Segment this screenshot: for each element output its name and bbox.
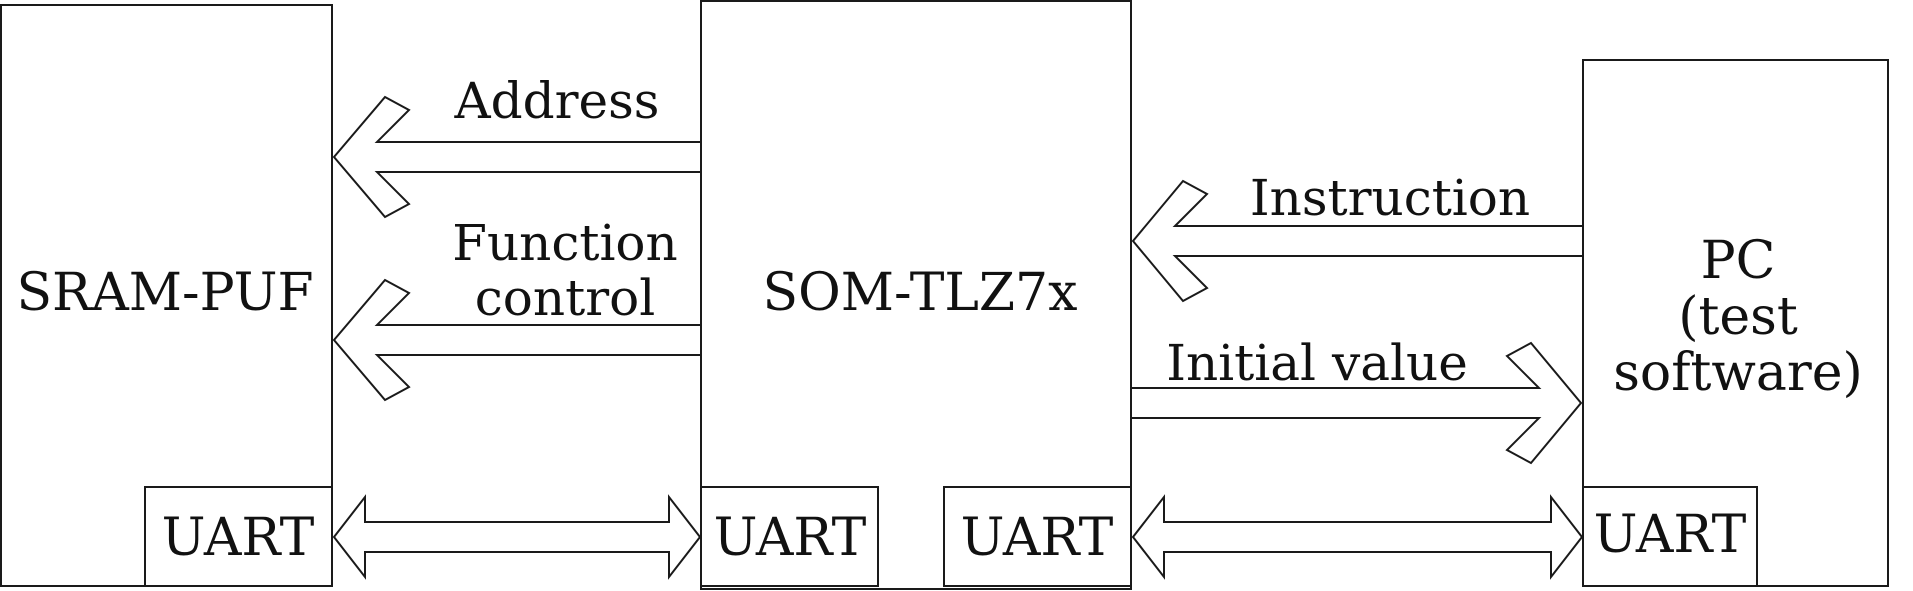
function-label-line1: Function [452, 214, 678, 272]
sram-puf-label: SRAM-PUF [16, 263, 313, 323]
uart-box-pc [1582, 486, 1758, 587]
address-label: Address [454, 72, 660, 130]
uart-label-som-right: UART [961, 508, 1114, 568]
uart-box-som-left [700, 486, 879, 587]
pc-label-line2: (test [1678, 287, 1798, 347]
function-control-arrow [332, 278, 702, 402]
uart-link-arrow-left [332, 494, 702, 580]
uart-box-som-right [943, 486, 1132, 587]
pc-label-line1: PC [1701, 231, 1776, 291]
initial-value-arrow [1130, 341, 1583, 465]
instruction-arrow [1131, 179, 1584, 303]
uart-box-sram [144, 486, 333, 587]
uart-label-sram: UART [162, 508, 315, 568]
initial-value-label: Initial value [1166, 334, 1468, 392]
uart-label-som-left: UART [714, 508, 867, 568]
instruction-label: Instruction [1250, 169, 1530, 227]
som-label: SOM-TLZ7x [763, 263, 1078, 323]
address-arrow [332, 95, 702, 219]
uart-label-pc: UART [1594, 505, 1747, 565]
pc-label-line3: software) [1613, 343, 1863, 403]
uart-link-arrow-right [1131, 494, 1584, 580]
function-label-line2: control [475, 269, 655, 327]
